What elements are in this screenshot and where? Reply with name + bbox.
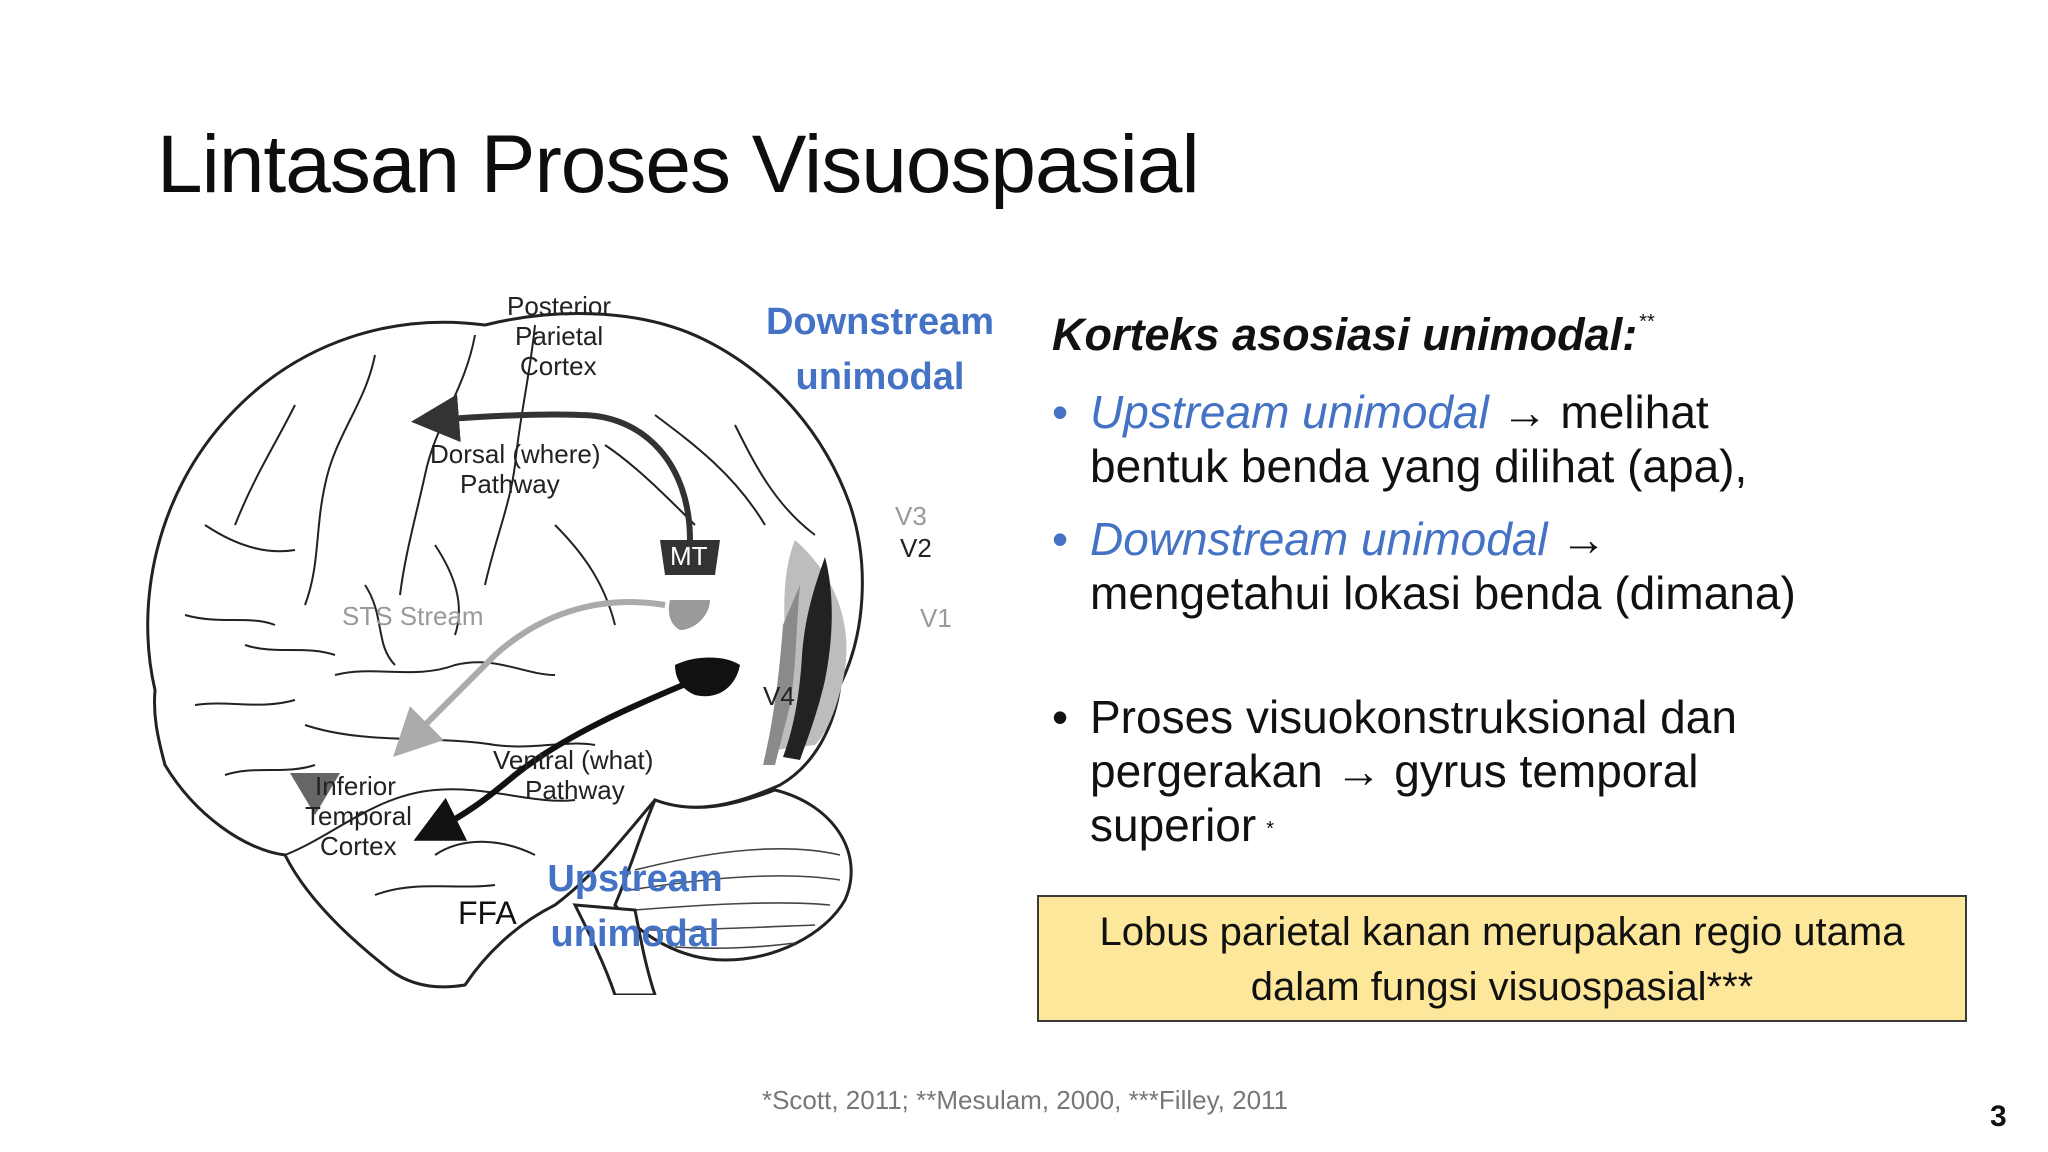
label-itc-1: Inferior [315,771,396,801]
bullet-1-line-2: bentuk benda yang dilihat (apa), [1090,440,1748,492]
references-footnote: *Scott, 2011; **Mesulam, 2000, ***Filley… [761,1085,1289,1115]
downstream-line-2: unimodal [795,356,965,398]
callout-line-1: Lobus parietal kanan merupakan regio uta… [1099,910,1905,954]
label-itc-3: Cortex [320,831,397,861]
bullet-3-line-1: Proses visuokonstruksional dan [1090,691,1737,743]
label-v2: V2 [900,533,932,563]
page-number: 3 [1990,1100,2007,1133]
brain-diagram: Posterior Parietal Cortex Dorsal (where)… [146,295,952,995]
bullet-3-line-3: superior * [1090,798,1274,856]
sts-pathway-arrow [393,599,666,757]
bullet-2-term: Downstream unimodal [1090,513,1548,565]
heading-text: Korteks asosiasi unimodal: [1052,309,1638,360]
mt-area [660,540,720,575]
label-ppc-2: Parietal [515,321,603,351]
label-ppc-1: Posterior [507,295,611,321]
label-ventral-1: Ventral (what) [493,745,653,775]
downstream-unimodal-label: Downstream unimodal [760,295,1000,405]
label-itc-2: Temporal [305,801,412,831]
bullet-3-line-2b: gyrus temporal [1394,745,1699,797]
cerebellum [613,788,853,962]
bullet-1-rest: melihat [1560,386,1709,438]
brainstem [572,903,657,995]
callout-line-2: dalam fungsi visuospasial*** [1250,965,1754,1009]
sts-area [668,600,710,630]
dorsal-pathway-arrow [411,394,693,541]
label-v1: V1 [920,603,952,633]
label-ppc-3: Cortex [520,351,597,381]
bullet-3-line-3-text: superior [1090,799,1257,851]
heading-mark: ** [1639,311,1655,333]
bullet-visuoconstruction: • Proses visuokonstruksional dan pergera… [1052,690,1992,860]
v4-area [675,657,740,697]
visual-area-v2 [783,557,832,760]
bullet-dot: • [1052,691,1069,743]
callout-box: Lobus parietal kanan merupakan regio uta… [1037,895,1967,1022]
arrow-icon: → [1335,745,1382,797]
label-sts: STS Stream [342,601,484,631]
visual-area-v1 [763,585,800,765]
bullet-3-line-2a: pergerakan [1090,745,1323,797]
temporal-pole-patch [290,773,340,815]
bullet-dot: • [1052,513,1069,565]
bullet-2-line-2: mengetahui lokasi benda (dimana) [1090,567,1796,619]
upstream-line-2: unimodal [550,913,720,955]
bullet-upstream: • Upstream unimodal → melihat bentuk ben… [1052,385,1992,500]
slide-title: Lintasan Proses Visuospasial [157,119,1200,210]
bullet-1-term: Upstream unimodal [1090,386,1489,438]
bullet-dot: • [1052,386,1069,438]
label-dorsal-2: Pathway [460,469,560,499]
bullet-2-line-1: Downstream unimodal → [1090,512,1606,566]
bullet-3-line-2: pergerakan → gyrus temporal [1090,744,1699,798]
upstream-unimodal-label: Upstream unimodal [545,852,725,962]
ventral-pathway-arrow [413,677,697,841]
label-v4: V4 [763,681,795,711]
upstream-line-1: Upstream [547,858,723,900]
arrow-icon: → [1560,513,1607,565]
bullet-downstream: • Downstream unimodal → mengetahui lokas… [1052,512,1992,627]
downstream-line-1: Downstream [765,301,995,343]
bullet-1-line-1: Upstream unimodal → melihat [1090,385,1709,439]
cerebellum-folia [629,848,841,950]
bullet-3-mark: * [1266,818,1274,840]
label-v3: V3 [895,501,927,531]
label-dorsal-1: Dorsal (where) [430,439,601,469]
ffa-label: FFA [458,895,517,931]
arrow-icon: → [1501,386,1548,438]
label-mt: MT [670,541,708,571]
content-heading: Korteks asosiasi unimodal:** [1052,309,1655,361]
label-ventral-2: Pathway [525,775,625,805]
